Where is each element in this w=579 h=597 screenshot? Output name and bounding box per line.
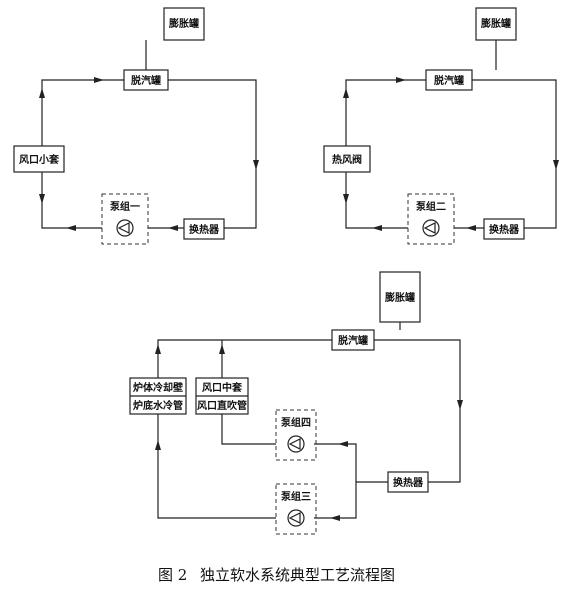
deaerator-label: 脱汽罐 — [131, 74, 161, 87]
flow-arrow — [66, 225, 76, 231]
expansion-tank-label: 膨胀罐 — [169, 17, 199, 30]
pump-group-4-label: 泵组四 — [281, 416, 311, 429]
flow-arrow — [466, 225, 476, 231]
expansion-tank-box — [163, 7, 205, 41]
diagram-2: 膨胀罐 脱汽罐 热风阀 泵组二 换热器 — [323, 7, 559, 245]
heat-exchanger-label: 换热器 — [393, 476, 424, 489]
figure-number: 图 2 — [158, 566, 187, 584]
tuyere-blowpipe-label: 风口直吹管 — [197, 399, 247, 412]
pump-direction-icon — [288, 438, 301, 450]
diagram-1: 膨胀罐 脱汽罐 风口小套 泵组一 换热器 — [13, 7, 259, 245]
pump-group-3-dashed-box — [275, 483, 317, 535]
deaerator-box — [425, 69, 473, 91]
figure-title: 独立软水系统典型工艺流程图 — [200, 566, 395, 584]
flow-arrow — [168, 225, 178, 231]
flow-arrow — [343, 88, 349, 98]
deaerator-label: 脱汽罐 — [338, 334, 368, 347]
flow-arrow — [372, 225, 382, 231]
deaerator-box — [123, 69, 169, 91]
pump-group-1-dashed-box — [101, 193, 149, 245]
flow-arrow — [155, 344, 161, 354]
expansion-tank-box — [475, 7, 517, 41]
tuyere-middle-sleeve-label: 风口中套 — [202, 381, 243, 394]
pump-group-3-label: 泵组三 — [281, 490, 311, 503]
tuyere-small-sleeve-box — [13, 145, 65, 173]
flow-arrow — [457, 400, 463, 410]
pump-group-4-dashed-box — [275, 409, 317, 461]
expansion-tank-label: 膨胀罐 — [481, 17, 511, 30]
tuyere-small-sleeve-label: 风口小套 — [19, 153, 60, 166]
flow-arrow — [338, 441, 348, 447]
furnace-bottom-pipe-label: 炉底水冷管 — [133, 399, 183, 412]
pump-group-1-label: 泵组一 — [110, 200, 140, 213]
heat-exchanger-box — [387, 471, 429, 493]
flow-arrow — [253, 160, 259, 170]
heat-exchanger-box — [483, 218, 525, 240]
flow-arrow — [219, 344, 225, 354]
pump-group-2-label: 泵组二 — [416, 200, 446, 213]
flow-arrow — [396, 77, 406, 83]
flow-arrow — [94, 77, 104, 83]
pump-direction-icon — [423, 222, 436, 234]
flow-arrow — [39, 194, 45, 204]
flow-arrow — [343, 194, 349, 204]
diagram-3: 膨胀罐 脱汽罐 炉体冷却壁 炉底水冷管 风口中套 风口直吹管 泵组四 泵组三 换… — [129, 271, 463, 535]
deaerator-box — [331, 329, 375, 351]
furnace-stave-label: 炉体冷却壁 — [133, 381, 183, 394]
deaerator-label: 脱汽罐 — [434, 74, 464, 87]
flow-arrow — [330, 515, 340, 521]
flow-arrow — [155, 440, 161, 450]
flow-arrow — [553, 160, 559, 170]
pump-group-2-dashed-box — [407, 193, 455, 245]
flow-arrow — [39, 88, 45, 98]
heat-exchanger-box — [183, 218, 225, 240]
hot-blast-valve-box — [323, 145, 371, 173]
expansion-tank-label: 膨胀罐 — [385, 291, 415, 304]
expansion-tank-box — [379, 271, 421, 323]
heat-exchanger-label: 换热器 — [189, 223, 220, 236]
pump-direction-icon — [288, 512, 301, 524]
pump-direction-icon — [117, 222, 130, 234]
hot-blast-valve-label: 热风阀 — [332, 153, 362, 166]
heat-exchanger-label: 换热器 — [489, 223, 520, 236]
